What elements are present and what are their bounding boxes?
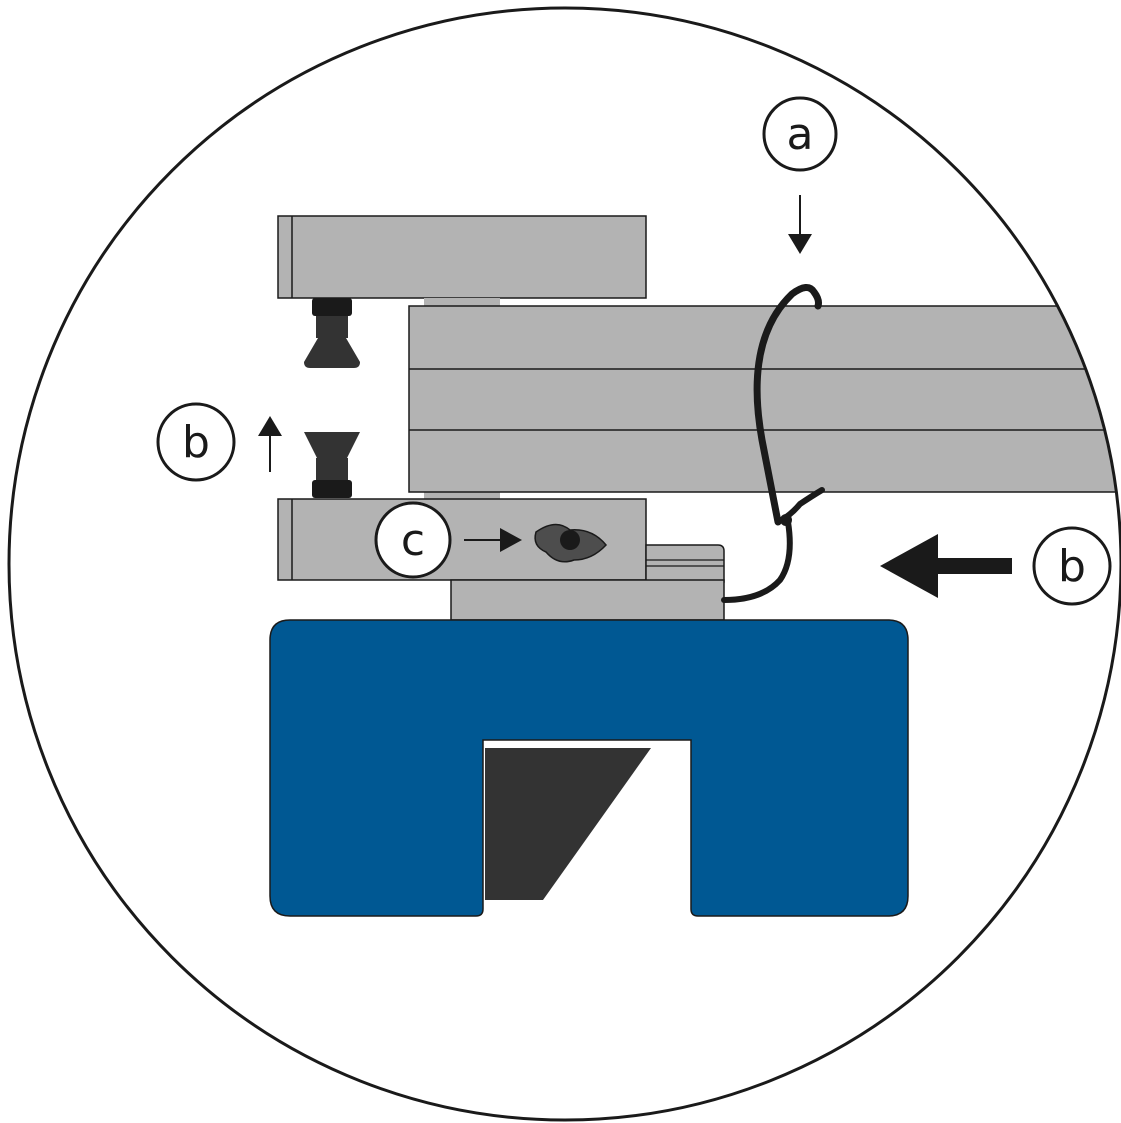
base-block bbox=[450, 579, 725, 621]
callout-a-label: a bbox=[787, 109, 814, 160]
upper-spacer bbox=[424, 298, 500, 308]
upper-foot bbox=[304, 298, 360, 368]
blue-base bbox=[269, 619, 909, 917]
upper-clamp-plate bbox=[277, 215, 647, 299]
strap bbox=[721, 284, 825, 603]
lower-foot bbox=[304, 432, 360, 498]
push-arrow-left bbox=[880, 534, 1012, 598]
callout-b-left: b bbox=[156, 402, 236, 482]
callout-c: c bbox=[374, 501, 452, 579]
callout-b-right: b bbox=[1032, 526, 1112, 606]
arrow-right-icon bbox=[464, 528, 522, 552]
callout-c-label: c bbox=[401, 515, 425, 566]
detail-circle-frame bbox=[7, 6, 1121, 1122]
callout-b-right-label: b bbox=[1058, 541, 1086, 592]
wing-screw-icon bbox=[534, 523, 607, 563]
callout-a: a bbox=[762, 96, 838, 172]
dark-wedge bbox=[485, 748, 651, 900]
arrow-up-icon bbox=[258, 416, 282, 472]
lower-spacer bbox=[424, 490, 500, 500]
arrow-down-icon bbox=[788, 195, 812, 254]
callout-b-left-label: b bbox=[182, 417, 210, 468]
side-block bbox=[645, 544, 725, 583]
